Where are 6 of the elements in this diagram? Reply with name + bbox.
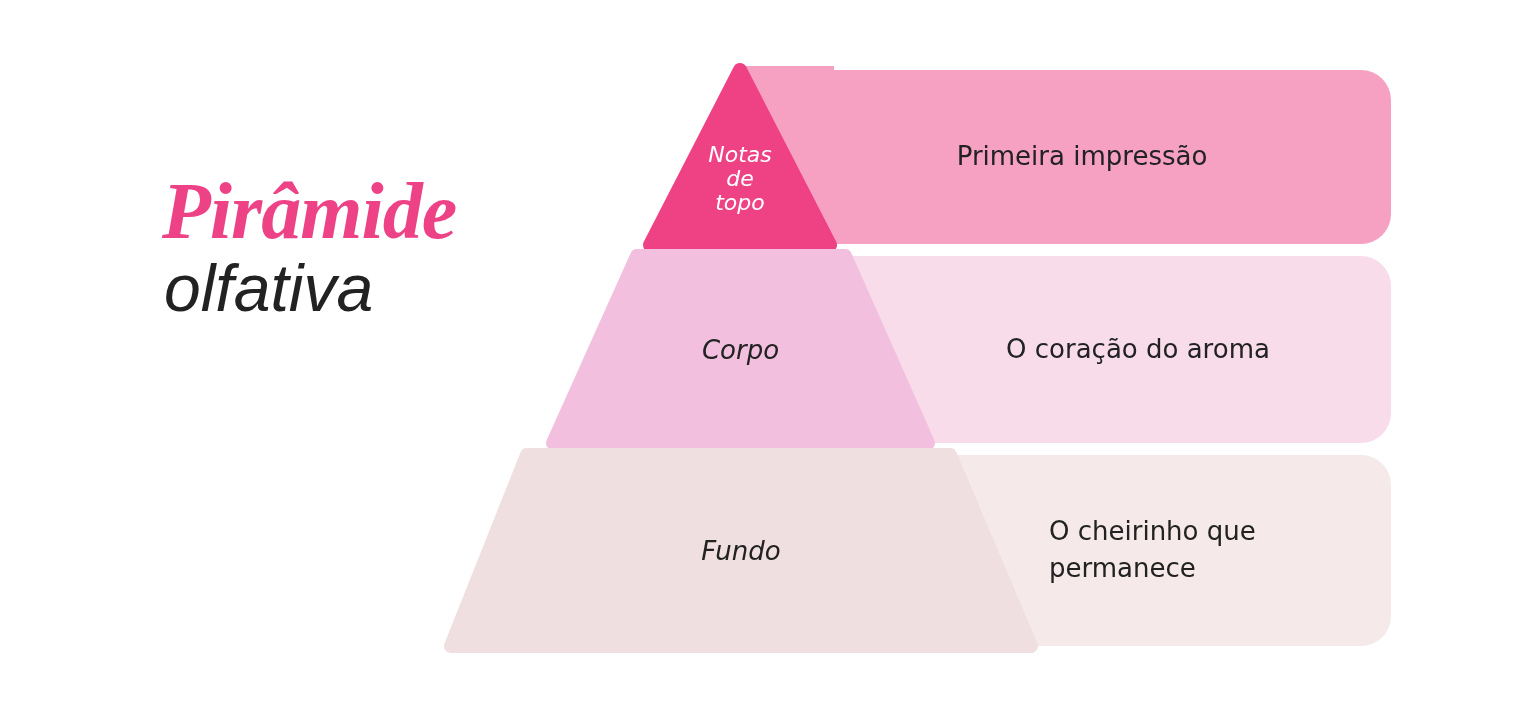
layer-label: Fundo: [700, 536, 782, 565]
band-description: Primeira impressão: [955, 140, 1209, 174]
band-description: O cheirinho que permanece: [1049, 514, 1257, 586]
layer-label: Corpo: [700, 335, 781, 364]
band-description: O coração do aroma: [1005, 332, 1271, 366]
layer-label: Notas de topo: [707, 142, 773, 215]
